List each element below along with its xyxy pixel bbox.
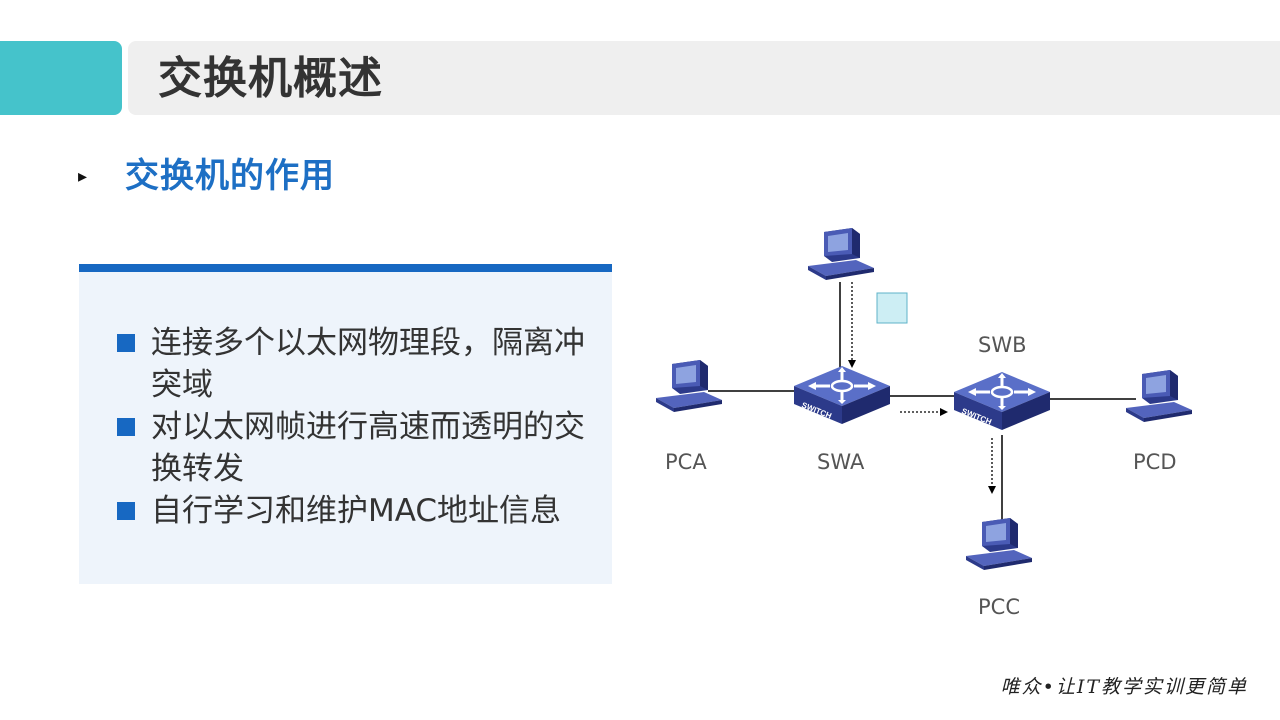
page-title: 交换机概述 [158, 53, 383, 104]
frame-flow-arrow-right [900, 408, 948, 416]
section-heading: 交换机的作用 [125, 156, 335, 196]
list-item: 连接多个以太网物理段，隔离冲突域 [117, 322, 597, 406]
pc-top-icon [808, 228, 874, 280]
pcd-label: PCD [1133, 450, 1177, 474]
function-list: 连接多个以太网物理段，隔离冲突域 对以太网帧进行高速而透明的交换转发 自行学习和… [117, 322, 597, 532]
frame-flow-arrow-down-pcc [988, 438, 996, 494]
list-item-text: 对以太网帧进行高速而透明的交换转发 [151, 409, 585, 487]
title-bar [128, 41, 1280, 115]
list-item: 自行学习和维护MAC地址信息 [117, 490, 597, 532]
pca-label: PCA [665, 450, 707, 474]
list-item-text: 自行学习和维护MAC地址信息 [151, 493, 562, 529]
list-item-text: 连接多个以太网物理段，隔离冲突域 [151, 325, 585, 403]
list-item: 对以太网帧进行高速而透明的交换转发 [117, 406, 597, 490]
frame-flow-arrow-down [848, 282, 856, 368]
swb-label: SWB [978, 333, 1027, 357]
swa-label: SWA [817, 450, 865, 474]
function-panel: 连接多个以太网物理段，隔离冲突域 对以太网帧进行高速而透明的交换转发 自行学习和… [79, 264, 612, 584]
square-bullet-icon [117, 418, 135, 436]
swa-switch-icon [792, 364, 892, 426]
footer-slogan: 唯众•让IT教学实训更简单 [1000, 676, 1248, 698]
title-accent-block [0, 41, 122, 115]
pcc-label: PCC [978, 595, 1020, 619]
square-bullet-icon [117, 334, 135, 352]
pcd-computer-icon [1126, 370, 1192, 422]
data-frame-box [876, 292, 908, 324]
swb-switch-icon [952, 370, 1052, 432]
pcc-computer-icon [966, 518, 1032, 570]
pca-computer-icon [656, 360, 722, 412]
panel-top-bar [79, 264, 612, 272]
section-bullet-icon: ▸ [78, 166, 88, 187]
square-bullet-icon [117, 502, 135, 520]
